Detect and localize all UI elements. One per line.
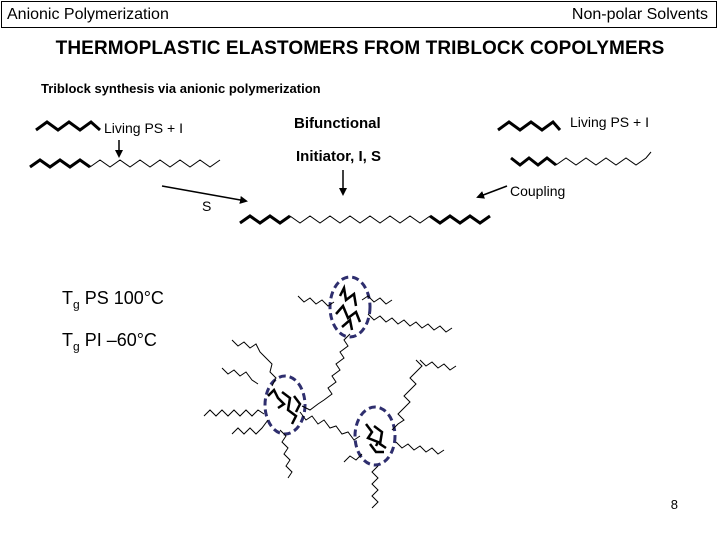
s-label: S [202,198,212,214]
coupling-label: Coupling [510,183,566,199]
slide-header: Anionic Polymerization Non-polar Solvent… [1,1,717,28]
tg-pi-label: Tg PI –60°C [62,330,157,354]
arrow-coupling-to-triblock [476,185,508,199]
pi-block-right [555,151,652,166]
living-ps-chain-right [497,119,562,132]
pi-block-triblock [289,215,431,224]
living-ps-right-label: Living PS + I [570,114,649,130]
pi-network-chains [203,295,457,509]
ps-block-left [29,158,91,169]
ps-block-right [510,156,557,167]
arrow-s-to-triblock [161,185,248,204]
ps-domain-circle-right [353,405,397,467]
ps-segments-in-domains [267,284,387,454]
header-left-label: Anionic Polymerization [7,6,169,23]
bifunctional-label: Bifunctional [294,115,381,132]
slide-title: THERMOPLASTIC ELASTOMERS FROM TRIBLOCK C… [55,38,665,59]
living-ps-chain-left [35,120,101,132]
pi-block-left [89,159,221,168]
page-number: 8 [670,497,678,512]
ps-block-triblock-right [429,214,491,225]
header-right-label: Non-polar Solvents [571,6,708,23]
ps-domain-circle-top [328,275,372,339]
initiator-label: Initiator, I, S [296,148,382,165]
slide-subtitle: Triblock synthesis via anionic polymeriz… [41,81,321,96]
ps-domain-circle-left [263,374,307,436]
tg-ps-label: Tg PS 100°C [62,288,164,312]
ps-block-triblock-left [239,214,291,225]
living-ps-left-label: Living PS + I [104,120,183,136]
